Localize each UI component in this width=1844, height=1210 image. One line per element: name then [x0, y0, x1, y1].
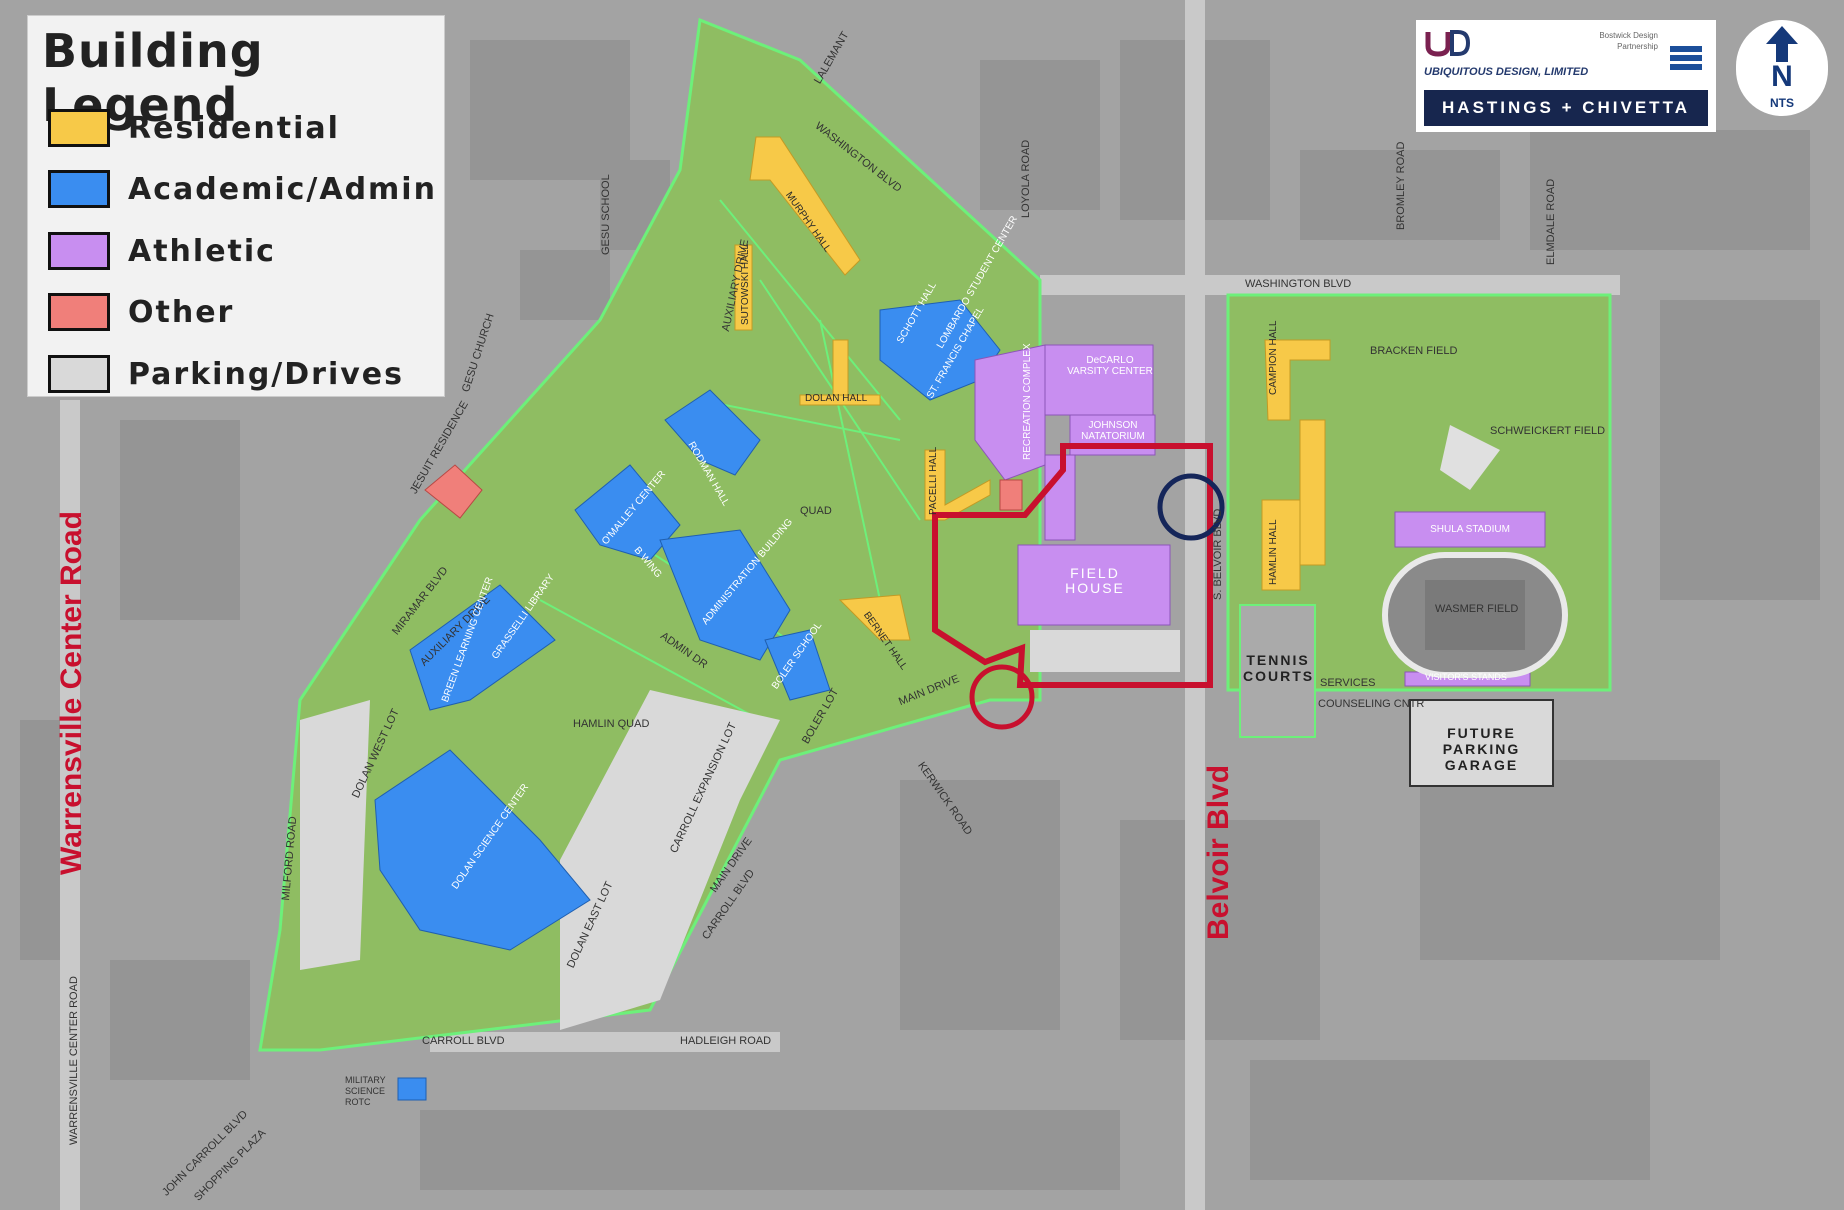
building-dolan-hall: DOLAN HALL	[805, 393, 868, 404]
arrow-up-icon	[1766, 26, 1798, 62]
place-military-rotc: MILITARY SCIENCE ROTC	[345, 1075, 386, 1107]
logo-company-name: UBIQUITOUS DESIGN, LIMITED	[1424, 66, 1589, 78]
ud-logo-icon	[1425, 30, 1470, 57]
place-gesu-school: GESU SCHOOL	[600, 174, 612, 255]
neighborhood-blocks	[20, 40, 1820, 1190]
place-visitors-stands: VISITOR'S STANDS	[1425, 672, 1507, 682]
place-bracken-field: BRACKEN FIELD	[1370, 345, 1458, 357]
logo-firm-name: HASTINGS + CHIVETTA	[1424, 90, 1708, 126]
legend-item-residential: Residential	[48, 106, 340, 150]
road-label-hadleigh: HADLEIGH ROAD	[680, 1035, 772, 1047]
legend-item-academic: Academic/Admin	[48, 167, 437, 211]
north-letter: N	[1771, 60, 1793, 93]
building-field-house: FIELD HOUSE	[1065, 565, 1125, 596]
legend-label-parking: Parking/Drives	[128, 356, 404, 392]
tennis-courts-box	[1239, 604, 1316, 738]
partner-bars-icon	[1670, 46, 1702, 73]
access-circle-navy	[1157, 473, 1225, 541]
building-sutowski-hall: SUTOWSKI HALL	[740, 244, 751, 325]
place-wasmer: WASMER FIELD	[1435, 603, 1519, 615]
legend-item-athletic: Athletic	[48, 229, 276, 273]
north-arrow: N NTS	[1736, 20, 1828, 116]
wasmer-field-turf	[1425, 580, 1525, 650]
building-shula-stadium: SHULA STADIUM	[1430, 524, 1510, 535]
place-hamlin-quad: HAMLIN QUAD	[573, 718, 650, 730]
place-counseling: COUNSELING CNTR	[1318, 698, 1425, 710]
legend-swatch-academic	[48, 170, 110, 208]
road-label-bromley: BROMLEY ROAD	[1395, 141, 1407, 230]
legend-swatch-residential	[48, 109, 110, 147]
parking-garage-box	[1409, 699, 1554, 787]
legend-item-other: Other	[48, 290, 234, 334]
firm-logo-block: UBIQUITOUS DESIGN, LIMITED Bostwick Desi…	[1416, 20, 1716, 132]
building-decarlo-center: DeCARLO VARSITY CENTER	[1067, 355, 1153, 377]
road-network	[60, 0, 1620, 1210]
building-recreation-complex: RECREATION COMPLEX	[1022, 343, 1033, 461]
road-label-warrensville-small: WARRENSVILLE CENTER ROAD	[68, 976, 80, 1145]
legend-swatch-other	[48, 293, 110, 331]
legend-swatch-athletic	[48, 232, 110, 270]
athletic-buildings	[974, 344, 1546, 687]
building-hamlin-hall: HAMLIN HALL	[1268, 519, 1279, 585]
north-scale-note: NTS	[1770, 96, 1794, 110]
building-pacelli-hall: PACELLI HALL	[928, 446, 939, 515]
place-quad: QUAD	[800, 505, 832, 517]
road-label-belvoir: Belvoir Blvd	[1202, 764, 1235, 940]
road-label-elmdale: ELMDALE ROAD	[1545, 178, 1557, 265]
legend-label-other: Other	[128, 294, 235, 330]
access-circle-red	[969, 664, 1035, 730]
building-future-parking-garage: FUTURE PARKING GARAGE	[1442, 725, 1521, 773]
road-label-carroll-1: CARROLL BLVD	[422, 1035, 505, 1047]
road-label-s-belvoir: S. BELVOIR BLVD	[1212, 508, 1224, 600]
legend-label-residential: Residential	[128, 110, 340, 146]
project-boundary	[932, 443, 1213, 688]
place-services: SERVICES	[1320, 677, 1376, 689]
road-label-loyola: LOYOLA ROAD	[1020, 139, 1032, 218]
road-label-washington-2: WASHINGTON BLVD	[1245, 278, 1352, 290]
residential-buildings	[734, 136, 1331, 641]
other-buildings	[424, 464, 1023, 519]
legend-label-academic: Academic/Admin	[128, 171, 437, 207]
building-tennis-courts: TENNIS COURTS	[1243, 652, 1315, 684]
building-johnson-natatorium: JOHNSON NATATORIUM	[1081, 420, 1145, 442]
legend-label-athletic: Athletic	[128, 233, 276, 269]
academic-buildings	[374, 299, 1001, 1101]
road-label-warrensville: Warrensville Center Road	[55, 511, 88, 875]
logo-partner-name: Bostwick Design Partnership	[1599, 31, 1658, 51]
schweickert-infield	[1440, 425, 1500, 490]
building-legend: Building Legend Residential Academic/Adm…	[28, 16, 444, 396]
legend-item-parking: Parking/Drives	[48, 352, 404, 396]
legend-swatch-parking	[48, 355, 110, 393]
building-campion-hall: CAMPION HALL	[1268, 320, 1279, 395]
place-schweickert: SCHWEICKERT FIELD	[1490, 425, 1606, 437]
